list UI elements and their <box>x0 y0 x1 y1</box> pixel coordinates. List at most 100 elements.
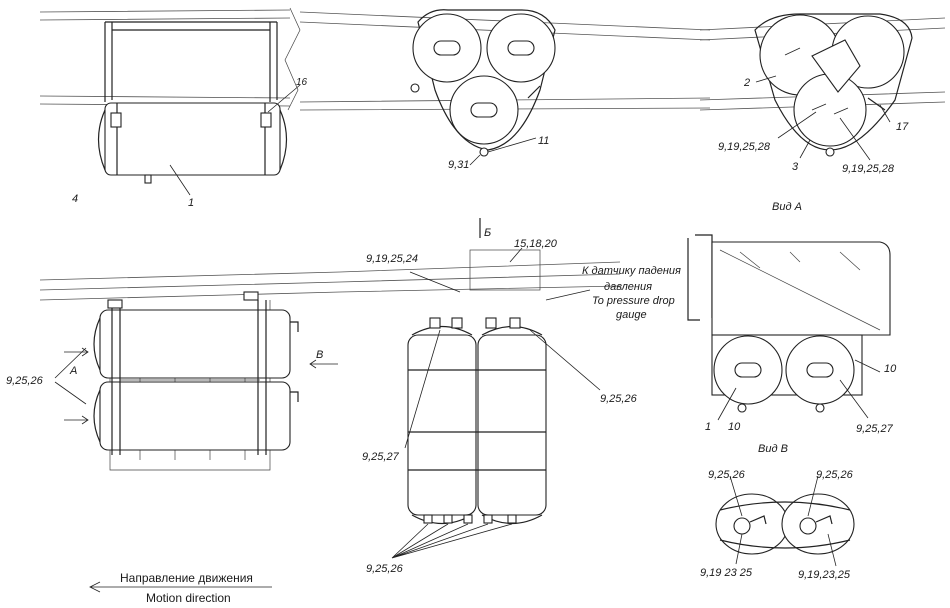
sensor-label-ru-2: давления <box>604 281 652 293</box>
valve-mc-1 <box>429 317 441 329</box>
leader-931 <box>469 154 481 166</box>
label-ml-b: В <box>316 349 323 361</box>
leader-mr-92527 <box>839 379 869 419</box>
tie-plate <box>811 39 861 93</box>
leader-1 <box>169 164 191 196</box>
view-v-title: Вид В <box>758 443 788 455</box>
arrow-a-upper <box>64 347 89 357</box>
view-a: 2 17 3 9,19,25,28 9,19,25,28 Вид А <box>699 13 946 213</box>
label-mr-9-25-27: 9,25,27 <box>856 423 894 435</box>
outlet-ml-upper <box>290 321 299 332</box>
leader-mc-919 <box>409 271 461 293</box>
sensor-label-ru-1: К датчику падения <box>582 265 681 277</box>
strap-clamp-left <box>110 112 122 128</box>
label-mr-10-left: 10 <box>728 421 741 433</box>
frame-rail-middle-center <box>339 261 621 293</box>
motion-direction: Направление движения Motion direction <box>89 571 272 605</box>
drain-mr-left <box>737 403 747 413</box>
drain-a <box>825 147 835 157</box>
sensor-label-en-2: gauge <box>616 309 647 321</box>
label-a-9-19-25-28-left: 9,19,25,28 <box>718 141 771 153</box>
leader-br-right-bottom <box>827 533 837 567</box>
receiver-ml-lower-end <box>93 389 101 443</box>
strap-clamp-right <box>260 112 272 128</box>
leader-mr-10-right <box>854 359 881 373</box>
label-ml-a: А <box>69 365 77 377</box>
label-9-31: 9,31 <box>448 159 469 171</box>
frame-rail-middle-left <box>39 271 341 301</box>
valve-mc-2 <box>451 317 463 329</box>
drain-mr-right <box>815 403 825 413</box>
frame-break-line <box>284 7 301 111</box>
leader-a-2 <box>755 75 777 83</box>
receiver-ml-upper <box>99 309 291 379</box>
outlet-ml-lower <box>290 391 299 402</box>
housing-mr-hatch <box>719 249 881 331</box>
label-br-9-19-23-25-right: 9,19,23,25 <box>798 569 851 581</box>
drain-cap-bottom <box>479 147 489 157</box>
label-16: 16 <box>296 77 308 88</box>
valve-br-right <box>815 515 833 525</box>
valve-mc-3 <box>485 317 497 329</box>
label-4: 4 <box>72 193 78 205</box>
bolt-ml-2 <box>243 291 259 301</box>
drain-mc-2 <box>443 514 453 524</box>
arrow-b <box>309 359 338 369</box>
leader-br-right-top <box>807 475 819 517</box>
leader-mc-92526-bottom <box>391 523 513 559</box>
drain-mc-5 <box>507 514 517 524</box>
middle-right-view: 1 10 10 9,25,27 Вид В <box>687 234 897 455</box>
label-mc-9-19-25-24: 9,19,25,24 <box>366 253 418 265</box>
receiver-ml-upper-end <box>93 317 101 371</box>
fitting-mr-left <box>734 362 762 378</box>
leader-11 <box>487 137 537 153</box>
arrow-a-lower <box>64 415 89 425</box>
drain-mc-3 <box>463 514 473 524</box>
bracket-right <box>527 85 541 99</box>
label-11: 11 <box>538 135 549 147</box>
leader-a-right <box>839 117 871 161</box>
sensor-label-en-1: To pressure drop <box>592 295 675 307</box>
bottom-right-view: 9,25,26 9,25,26 9,19 23 25 9,19,23,25 <box>700 469 855 581</box>
label-mr-1: 1 <box>705 421 711 433</box>
fitting-3 <box>470 102 498 118</box>
label-a-9-19-25-28-right: 9,19,25,28 <box>842 163 895 175</box>
label-a-17: 17 <box>896 121 909 133</box>
receiver-mc-left <box>407 334 477 516</box>
receiver-br-left <box>715 493 789 555</box>
top-center-view: 9,31 11 <box>299 9 711 171</box>
band-br <box>719 501 851 549</box>
valve-br-left <box>749 515 767 525</box>
bands-mc <box>408 369 546 471</box>
fitting-br-right <box>799 517 817 535</box>
label-mr-10-right: 10 <box>884 363 897 375</box>
drain-cap-left <box>410 83 420 93</box>
receiver-br-right <box>781 493 855 555</box>
label-mc-15-18-20: 15,18,20 <box>514 238 558 250</box>
drain-mc-1 <box>423 514 433 524</box>
leader-br-left-top <box>729 475 743 517</box>
label-br-9-25-26-right: 9,25,26 <box>816 469 854 481</box>
leader-a-left <box>777 111 817 139</box>
housing-mr <box>711 241 891 336</box>
receiver-a-3 <box>793 73 867 147</box>
bracket-mr <box>687 234 713 321</box>
leader-br-left-bottom <box>735 533 743 565</box>
drain-valve <box>144 174 152 184</box>
label-mc-9-25-26-bottom: 9,25,26 <box>366 563 404 575</box>
band-outline-view-a <box>754 13 913 151</box>
leader-16 <box>267 84 301 113</box>
label-br-9-25-26-left: 9,25,26 <box>708 469 746 481</box>
leader-a-3 <box>799 139 811 159</box>
fitting-br-left <box>733 517 751 535</box>
middle-center-view: Б 15,18,20 9,19,25,24 К датчику падения … <box>339 218 681 575</box>
label-1: 1 <box>188 197 194 209</box>
leader-ml-2 <box>54 381 87 405</box>
receiver-end-right <box>279 109 288 171</box>
leader-mc-1518 <box>509 247 523 263</box>
label-mc-b: Б <box>484 227 491 239</box>
leader-ml-1 <box>54 347 87 379</box>
receiver-mc-right <box>477 334 547 516</box>
receiver-body <box>104 102 281 176</box>
